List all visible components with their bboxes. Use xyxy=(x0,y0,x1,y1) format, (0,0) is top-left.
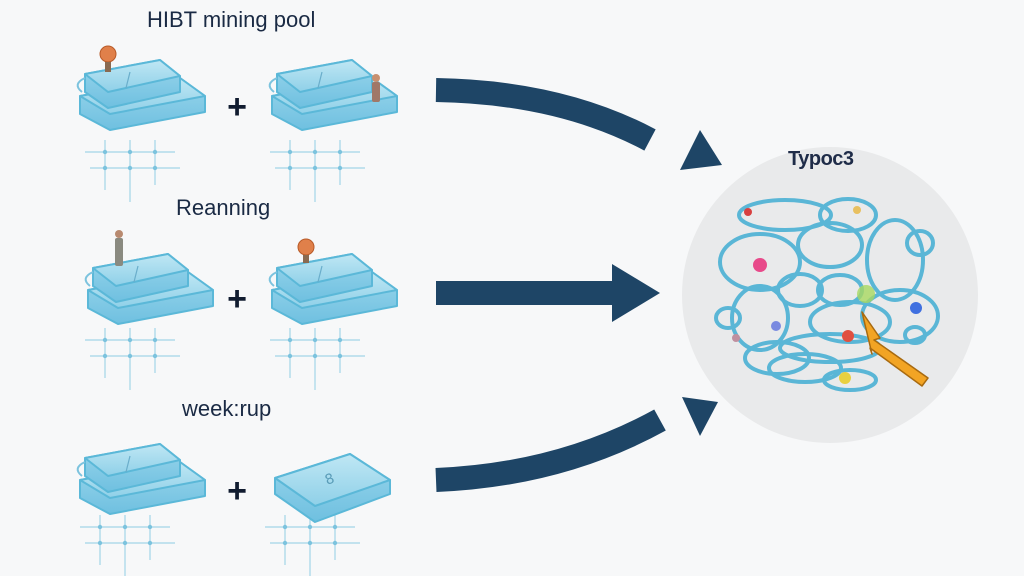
row-1-left-figure-icon xyxy=(99,45,117,72)
cluster-node-icons xyxy=(732,206,922,384)
row-2-arrow xyxy=(436,264,660,322)
row-1-right-device xyxy=(268,59,398,203)
row-2-left-figure-icon xyxy=(115,230,123,266)
network-cluster-icon xyxy=(714,197,940,392)
row-1-plus-operator: + xyxy=(227,88,247,126)
row-2-plus-operator: + xyxy=(227,280,247,318)
row-3-left-device xyxy=(76,443,206,576)
cursor-arrow-icon xyxy=(861,311,929,387)
row-3-arrow xyxy=(435,397,718,492)
row-1-arrow xyxy=(435,78,722,170)
row-2-left-device xyxy=(84,230,214,391)
row-2-label: Reanning xyxy=(176,195,271,220)
row-2-right-device xyxy=(268,238,398,391)
row-3-plus-operator: + xyxy=(227,472,247,510)
row-1-right-figure-icon xyxy=(372,74,380,102)
hub-label: Typoc3 xyxy=(788,148,854,170)
hub-circle xyxy=(682,147,978,443)
row-1-left-device xyxy=(76,45,206,203)
row-3-right-device xyxy=(264,453,391,576)
row-1-label: HIBT mining pool xyxy=(147,7,316,32)
row-3-label: week:rup xyxy=(182,396,272,421)
row-2-right-figure-icon xyxy=(297,238,315,263)
